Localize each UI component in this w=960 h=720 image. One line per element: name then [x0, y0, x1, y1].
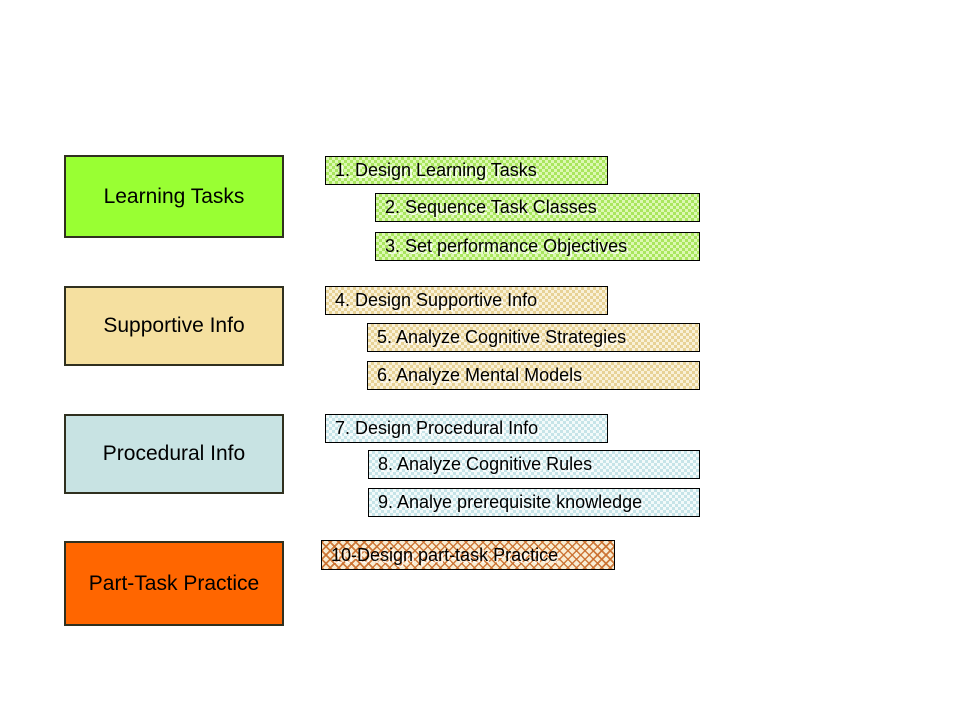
step-box-8-analyze-cognitive-rules: 8. Analyze Cognitive Rules: [368, 450, 700, 479]
step-box-7-design-procedural-info: 7. Design Procedural Info: [325, 414, 608, 443]
category-box-learning-tasks: Learning Tasks: [64, 155, 284, 238]
step-box-2-sequence-task-classes: 2. Sequence Task Classes: [375, 193, 700, 222]
step-box-4-design-supportive-info: 4. Design Supportive Info: [325, 286, 608, 315]
step-label-7: 7. Design Procedural Info: [335, 418, 539, 438]
category-box-part-task-practice: Part-Task Practice: [64, 541, 284, 626]
step-label-4: 4. Design Supportive Info: [335, 290, 538, 310]
step-label-2: 2. Sequence Task Classes: [385, 197, 597, 217]
step-label-3: 3. Set performance Objectives: [385, 236, 628, 256]
category-label-supportive-info: Supportive Info: [103, 314, 245, 337]
step-box-6-analyze-mental-models: 6. Analyze Mental Models: [367, 361, 700, 390]
step-box-10-design-part-task-practice: 10-Design part-task Practice: [321, 540, 615, 570]
step-label-6: 6. Analyze Mental Models: [377, 365, 583, 385]
step-box-5-analyze-cognitive-strategies: 5. Analyze Cognitive Strategies: [367, 323, 700, 352]
category-label-learning-tasks: Learning Tasks: [103, 184, 245, 208]
step-box-1-design-learning-tasks: 1. Design Learning Tasks: [325, 156, 608, 185]
step-label-10: 10-Design part-task Practice: [331, 544, 559, 565]
step-box-9-analyze-prerequisite-knowledge: 9. Analye prerequisite knowledge: [368, 488, 700, 517]
step-label-1: 1. Design Learning Tasks: [335, 160, 537, 180]
category-box-procedural-info: Procedural Info: [64, 414, 284, 494]
step-label-9: 9. Analye prerequisite knowledge: [378, 492, 643, 512]
category-label-part-task-practice: Part-Task Practice: [88, 571, 260, 595]
step-label-5: 5. Analyze Cognitive Strategies: [377, 327, 627, 347]
category-label-procedural-info: Procedural Info: [102, 442, 246, 465]
step-box-3-set-performance-objectives: 3. Set performance Objectives: [375, 232, 700, 261]
step-label-8: 8. Analyze Cognitive Rules: [378, 454, 593, 474]
category-box-supportive-info: Supportive Info: [64, 286, 284, 366]
